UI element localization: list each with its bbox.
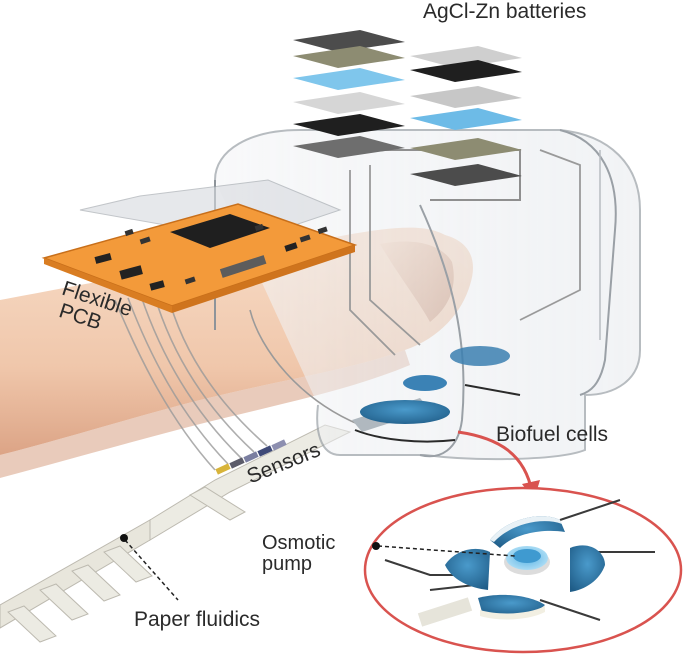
callout-arrow <box>457 430 534 493</box>
osmotic-pointer-dot <box>372 542 380 550</box>
label-osmotic-pump: Osmotic pump <box>262 533 335 575</box>
battery-stack-right <box>410 46 522 186</box>
sensor-electrodes <box>215 439 287 475</box>
label-osmotic-pump-line1: Osmotic <box>262 532 336 554</box>
biofuel-cells-device <box>352 346 521 443</box>
label-agcl-zn-batteries: AgCl-Zn batteries <box>423 0 587 23</box>
paper-fluidics-strip <box>0 424 352 643</box>
osmotic-pointer-line <box>377 545 516 557</box>
flexible-pcb <box>41 179 358 313</box>
battery-stack-left <box>293 30 405 158</box>
callout-zoom <box>363 486 683 654</box>
label-osmotic-pump-line2: pump <box>262 553 313 575</box>
paper-pointer-line <box>124 539 179 601</box>
label-paper-fluidics: Paper fluidics <box>134 608 261 631</box>
paper-pointer-dot <box>120 534 128 542</box>
label-biofuel-cells: Biofuel cells <box>496 423 609 446</box>
